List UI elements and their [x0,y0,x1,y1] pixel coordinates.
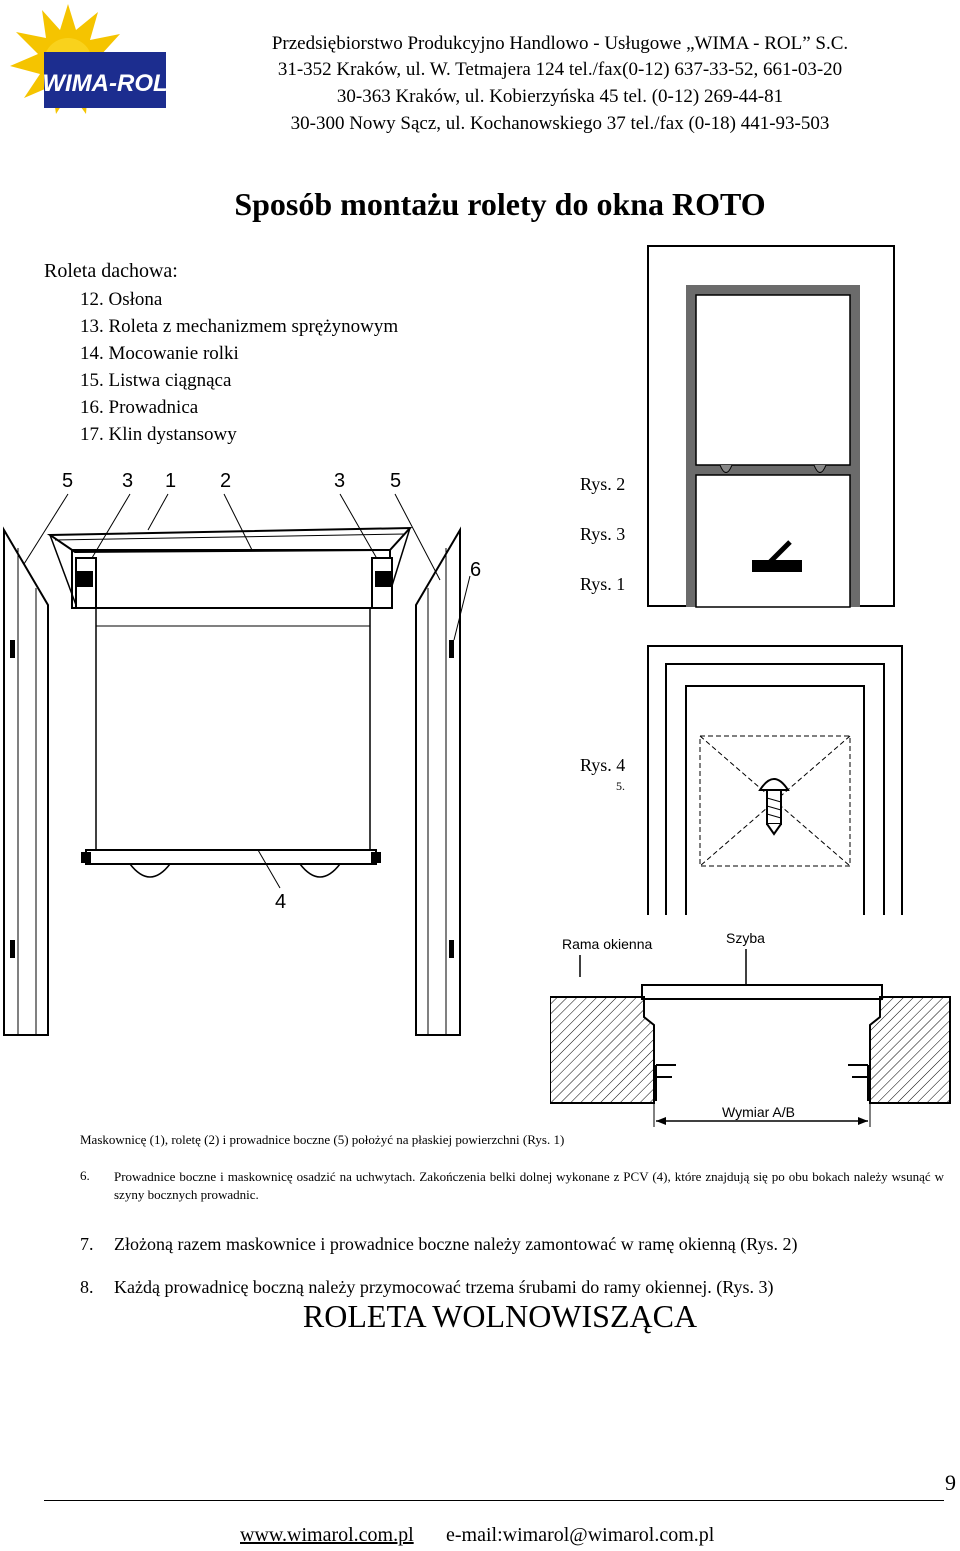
callout-5-left: 5 [62,470,73,492]
list-item: 15. Listwa ciągnąca [80,370,232,391]
screw-icon [758,778,790,836]
handle-icon [752,540,802,572]
callout-3-left: 3 [122,470,133,492]
page-number: 9 [945,1470,956,1495]
address-krakow-kobierzynska: 30-363 Kraków, ul. Kobierzyńska 45 tel. … [336,86,784,107]
company-name: Przedsiębiorstwo Produkcyjno Handlowo - … [271,33,849,54]
list-item: 17. Klin dystansowy [80,424,237,445]
rys-3-label: Rys. 3 [580,524,626,544]
rys-4-sublabel: 5. [616,779,625,793]
callout-5-right: 5 [390,470,401,492]
section-label: Roleta dachowa: [44,260,178,282]
dimension-label: Wymiar A/B [722,1104,795,1120]
list-item: 12. Osłona [80,289,163,310]
list-item: 14. Mocowanie rolki [80,343,239,364]
section-title: ROLETA WOLNOWISZĄCA [302,1298,698,1334]
rys-4-label: Rys. 4 [580,755,626,775]
step-number: 8. [80,1277,94,1297]
glass-label: Szyba [726,930,765,946]
step-number: 7. [80,1234,94,1254]
wima-rol-logo: WIMA-ROL [10,4,168,114]
step-number: 6. [80,1168,90,1183]
instruction-note: Maskownicę (1), roletę (2) i prowadnice … [80,1132,565,1147]
window-cross-section-drawing: Rama okienna Szyba Wymiar A/B [550,930,951,1127]
callout-1: 1 [165,470,176,492]
rys-2-label: Rys. 2 [580,474,626,494]
callout-2: 2 [220,470,231,492]
page-title: Sposób montażu rolety do okna ROTO [234,186,766,222]
callout-4: 4 [275,891,286,913]
step-6: 6. Prowadnice boczne i maskownicę osadzi… [80,1168,960,1208]
step-text: Prowadnice boczne i maskownicę osadzić n… [114,1169,944,1202]
callout-3-right: 3 [334,470,345,492]
list-item: 13. Roleta z mechanizmem sprężynowym [80,316,399,337]
rys-1-label: Rys. 1 [580,574,626,594]
address-nowy-sacz: 30-300 Nowy Sącz, ul. Kochanowskiego 37 … [290,113,830,134]
list-item: 16. Prowadnica [80,397,199,418]
svg-text:WIMA-ROL: WIMA-ROL [42,70,167,97]
step-text: Złożoną razem maskownice i prowadnice bo… [114,1234,798,1254]
address-krakow-tetmajera: 31-352 Kraków, ul. W. Tetmajera 124 tel.… [277,59,843,80]
footer-divider [44,1500,944,1501]
frame-label: Rama okienna [562,936,652,952]
step-text: Każdą prowadnicę boczną należy przymocow… [114,1277,774,1297]
window-frame-drawing [647,245,895,608]
parts-list: 12. Osłona 13. Roleta z mechanizmem sprę… [80,286,398,448]
mounting-detail-drawing [647,645,903,915]
website-link[interactable]: www.wimarol.com.pl [240,1524,414,1546]
email-link[interactable]: e-mail:wimarol@wimarol.com.pl [446,1524,715,1546]
roller-blind-assembly-drawing: 5 3 1 2 3 5 6 4 [3,470,481,1036]
callout-6: 6 [470,559,481,581]
